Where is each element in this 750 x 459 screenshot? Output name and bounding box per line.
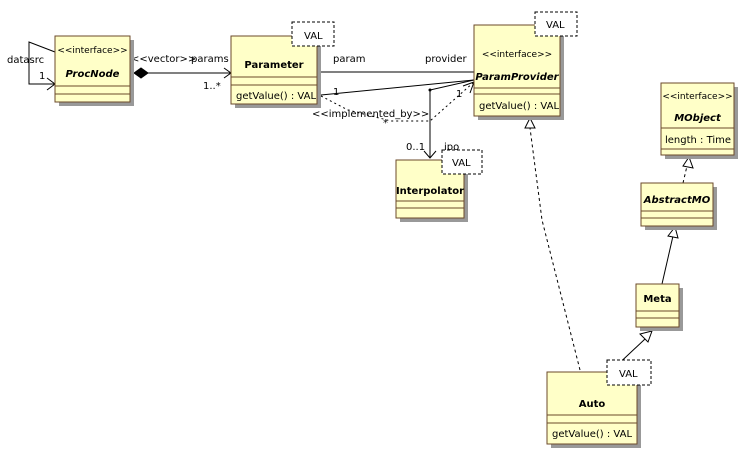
mobject-attribute: length : Time — [665, 135, 731, 146]
class-meta[interactable]: Meta — [635, 283, 683, 331]
mobject-stereotype: <<interface>> — [662, 92, 732, 102]
params-role-label: params — [191, 54, 229, 65]
auto-operation: getValue() : VAL — [552, 429, 632, 440]
interpolator-name: Interpolator — [396, 186, 464, 197]
implemented-by-multiplicity: * — [383, 118, 388, 129]
params-multiplicity: 1..* — [203, 81, 221, 92]
parameter-name: Parameter — [244, 60, 303, 71]
meta-extends-abstractmo[interactable] — [661, 225, 679, 285]
procnode-name: ProcNode — [66, 69, 120, 80]
ipo-role-label: ipo — [444, 142, 459, 153]
class-paramprovider[interactable]: <<interface>> ParamProvider getValue() :… — [473, 11, 578, 120]
realization-arrow-icon — [524, 116, 536, 129]
abstractmo-realizes-mobject[interactable] — [682, 155, 694, 184]
provider-multiplicity: 1 — [456, 89, 462, 100]
class-procnode[interactable]: <<interface>> ProcNode — [54, 35, 134, 106]
implemented-by-stereotype-label: <<implemented_by>> — [312, 109, 429, 120]
generalization-arrow-icon — [639, 330, 653, 343]
ipo-multiplicity: 0..1 — [406, 142, 425, 153]
param-role-label: param — [333, 54, 365, 65]
param-multiplicity: 1 — [333, 87, 339, 98]
auto-realizes-paramprovider[interactable] — [524, 116, 581, 371]
auto-extends-meta[interactable] — [611, 330, 653, 371]
mobject-name: MObject — [674, 113, 722, 124]
ipo-association[interactable]: 1 0..1 ipo — [406, 79, 475, 159]
datasrc-role-label: datasrc — [7, 55, 44, 66]
provider-role-label: provider — [425, 54, 468, 65]
params-stereotype-label: <<vector>> — [131, 54, 196, 65]
class-interpolator[interactable]: Interpolator VAL — [395, 149, 483, 222]
param-provider-link[interactable]: 1 — [320, 79, 475, 98]
class-parameter[interactable]: Parameter getValue() : VAL VAL — [230, 21, 335, 108]
class-auto[interactable]: Auto getValue() : VAL VAL — [546, 359, 652, 448]
composition-diamond-icon — [133, 67, 149, 79]
paramprovider-operation: getValue() : VAL — [479, 101, 559, 112]
procnode-stereotype: <<interface>> — [57, 46, 127, 56]
interpolator-template-param: VAL — [452, 158, 471, 169]
meta-name: Meta — [643, 294, 671, 305]
auto-template-param: VAL — [619, 369, 638, 380]
paramprovider-stereotype: <<interface>> — [482, 50, 552, 60]
paramprovider-name: ParamProvider — [475, 72, 559, 83]
parameter-template-param: VAL — [304, 31, 323, 42]
datasrc-multiplicity: 1 — [39, 71, 45, 82]
parameter-operation: getValue() : VAL — [236, 91, 316, 102]
param-provider-association[interactable]: param provider — [321, 54, 474, 73]
paramprovider-template-param: VAL — [546, 20, 565, 31]
class-mobject[interactable]: <<interface>> MObject length : Time — [660, 82, 738, 159]
datasrc-self-association[interactable]: datasrc 1 — [7, 41, 56, 91]
realization-arrow-icon-2 — [682, 155, 694, 169]
params-composition[interactable]: <<vector>> params 1..* — [131, 54, 232, 92]
auto-name: Auto — [579, 399, 606, 410]
abstractmo-name: AbstractMO — [643, 195, 711, 206]
class-abstractmo[interactable]: AbstractMO — [640, 182, 717, 230]
